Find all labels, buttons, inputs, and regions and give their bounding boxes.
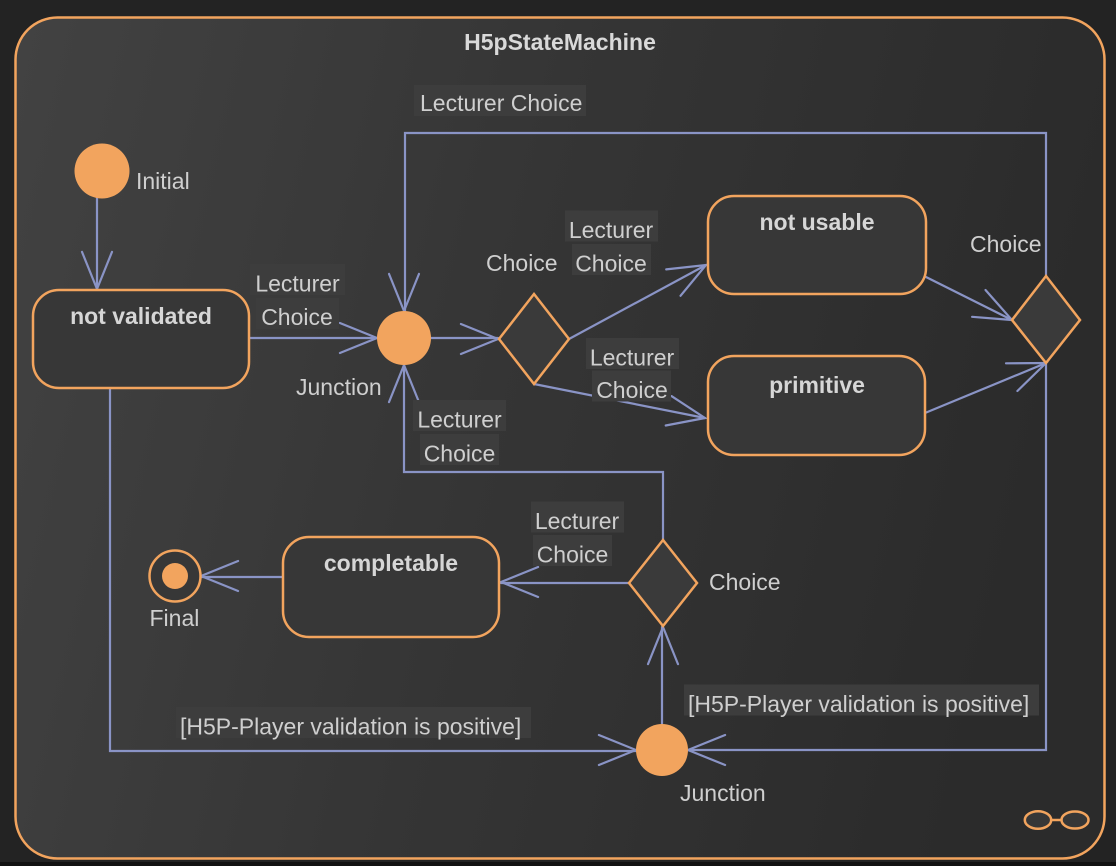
svg-text:Choice: Choice [261,304,333,330]
svg-text:Choice: Choice [970,231,1042,257]
svg-text:Choice: Choice [575,251,647,277]
svg-text:primitive: primitive [769,372,865,398]
svg-text:completable: completable [324,550,458,576]
svg-text:[H5P-Player validation is posi: [H5P-Player validation is positive] [688,691,1029,717]
svg-text:Lecturer: Lecturer [569,217,654,243]
svg-text:Lecturer: Lecturer [535,508,620,534]
svg-text:Choice: Choice [424,441,496,467]
svg-text:Lecturer: Lecturer [417,407,502,433]
svg-text:not usable: not usable [759,209,874,235]
svg-text:Junction: Junction [680,780,766,806]
svg-text:H5pStateMachine: H5pStateMachine [464,29,656,55]
svg-text:Choice: Choice [596,377,668,403]
svg-text:Lecturer: Lecturer [590,345,675,371]
svg-text:[H5P-Player validation is posi: [H5P-Player validation is positive] [180,714,521,740]
svg-text:Junction: Junction [296,374,382,400]
svg-text:Choice: Choice [537,542,609,568]
svg-text:Final: Final [150,605,200,631]
svg-text:not validated: not validated [70,303,212,329]
svg-text:Choice: Choice [486,250,558,276]
svg-text:Choice: Choice [709,569,781,595]
svg-text:Initial: Initial [136,168,190,194]
svg-text:Lecturer Choice: Lecturer Choice [420,90,582,116]
svg-text:Lecturer: Lecturer [255,271,340,297]
